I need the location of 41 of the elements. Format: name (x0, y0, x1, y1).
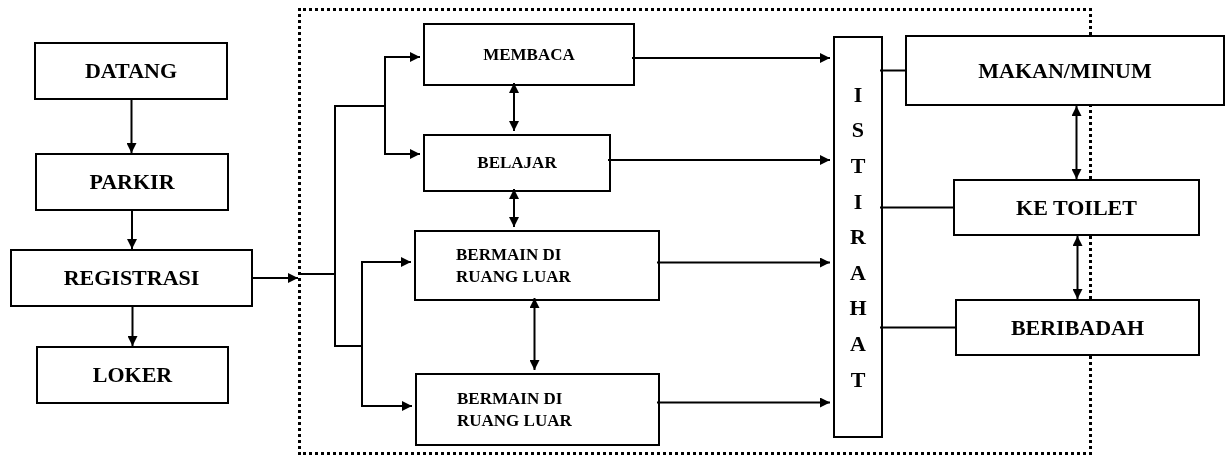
process-box (415, 373, 660, 446)
box-label: KE TOILET (1016, 193, 1137, 222)
box-label: BELAJAR (477, 152, 557, 174)
arrow (127, 306, 138, 347)
process-box (36, 346, 229, 404)
process-box (955, 299, 1200, 356)
arrow (631, 53, 831, 63)
arrow (297, 273, 413, 411)
arrow (127, 210, 137, 250)
arrow (252, 273, 299, 283)
arrow (126, 99, 137, 154)
arrow (607, 155, 831, 165)
arrow (529, 297, 540, 371)
arrow (656, 397, 831, 408)
process-box (953, 179, 1200, 236)
process-box (423, 23, 635, 86)
process-box (414, 230, 660, 301)
box-label: MEMBACA (483, 43, 575, 66)
box-label: BERMAIN DI RUANG LUAR (457, 388, 573, 431)
box-label: ISTIRAHAT (849, 80, 867, 394)
process-box (34, 42, 228, 100)
process-box (905, 35, 1225, 106)
process-box (423, 134, 611, 192)
connector-line (879, 326, 956, 329)
arrow (1072, 235, 1083, 300)
process-box (35, 153, 229, 211)
arrow (656, 257, 831, 268)
connector-line (879, 69, 906, 72)
process-box (10, 249, 253, 307)
box-label: MAKAN/MINUM (978, 56, 1152, 85)
box-label: BERIBADAH (1010, 313, 1145, 342)
arrow (1071, 105, 1082, 180)
arrow (509, 82, 519, 132)
box-label: REGISTRASI (63, 264, 200, 292)
box-label: PARKIR (89, 168, 175, 196)
connector-line (879, 206, 954, 209)
arrow (509, 188, 519, 228)
box-label: BERMAIN DI RUANG LUAR (456, 244, 572, 287)
vertical-process-box (833, 36, 883, 438)
box-label: DATANG (84, 57, 178, 85)
box-label: LOKER (92, 361, 173, 389)
